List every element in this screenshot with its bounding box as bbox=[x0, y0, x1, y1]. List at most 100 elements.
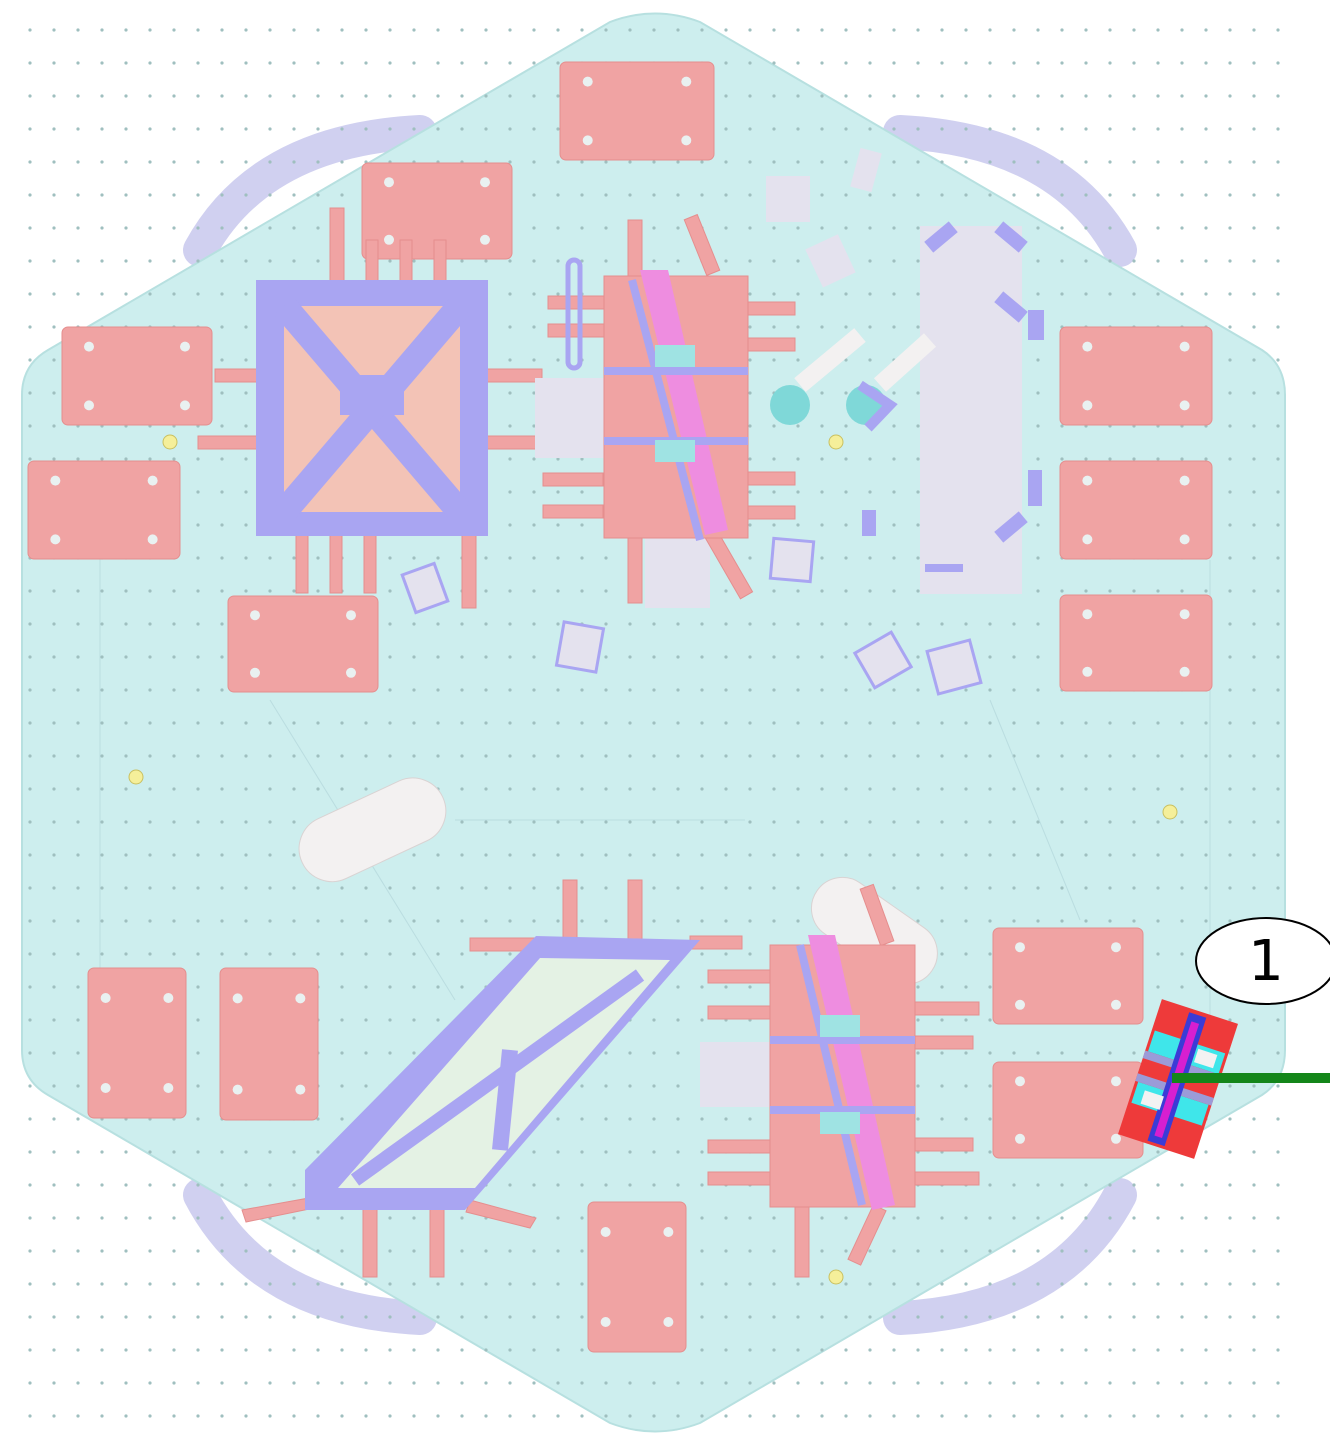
table-hole bbox=[532, 523, 536, 527]
table-hole bbox=[796, 1414, 800, 1418]
table-hole bbox=[700, 1183, 704, 1187]
table-hole bbox=[1012, 1051, 1016, 1055]
plate-bolt-hole bbox=[147, 475, 158, 486]
table-hole bbox=[340, 1348, 344, 1352]
table-hole bbox=[748, 1315, 752, 1319]
table-hole bbox=[892, 1282, 896, 1286]
table-hole bbox=[196, 193, 200, 197]
table-hole bbox=[988, 28, 992, 32]
plate-bolt-hole bbox=[1015, 1133, 1025, 1144]
table-hole bbox=[556, 28, 560, 32]
table-hole bbox=[1228, 325, 1232, 329]
table-hole bbox=[652, 259, 656, 263]
table-hole bbox=[484, 127, 488, 131]
table-hole bbox=[700, 1414, 704, 1418]
table-hole bbox=[724, 919, 728, 923]
table-hole bbox=[1180, 721, 1184, 725]
table-hole bbox=[868, 556, 872, 560]
table-hole bbox=[892, 457, 896, 461]
table-hole bbox=[844, 655, 848, 659]
table-hole bbox=[484, 655, 488, 659]
table-hole bbox=[844, 853, 848, 857]
table-hole bbox=[364, 952, 368, 956]
table-hole bbox=[100, 292, 104, 296]
table-hole bbox=[244, 1414, 248, 1418]
table-hole bbox=[724, 754, 728, 758]
table-hole bbox=[292, 1381, 296, 1385]
table-hole bbox=[940, 754, 944, 758]
table-hole bbox=[1252, 226, 1256, 230]
table-hole bbox=[1228, 160, 1232, 164]
table-hole bbox=[124, 1150, 128, 1154]
table-hole bbox=[220, 820, 224, 824]
table-hole bbox=[940, 94, 944, 98]
table-hole bbox=[292, 820, 296, 824]
table-hole bbox=[484, 787, 488, 791]
table-hole bbox=[52, 1249, 56, 1253]
table-hole bbox=[676, 160, 680, 164]
table-hole bbox=[1036, 820, 1040, 824]
table-hole bbox=[220, 556, 224, 560]
table-hole bbox=[76, 1381, 80, 1385]
table-hole bbox=[76, 193, 80, 197]
table-hole bbox=[676, 721, 680, 725]
table-hole bbox=[868, 787, 872, 791]
table-hole bbox=[196, 94, 200, 98]
table-hole bbox=[220, 160, 224, 164]
table-hole bbox=[964, 853, 968, 857]
table-hole bbox=[1276, 886, 1280, 890]
table-hole bbox=[100, 787, 104, 791]
table-hole bbox=[1180, 127, 1184, 131]
table-hole bbox=[412, 985, 416, 989]
table-hole bbox=[508, 1381, 512, 1385]
table-hole bbox=[244, 94, 248, 98]
table-hole bbox=[844, 193, 848, 197]
table-hole bbox=[508, 1414, 512, 1418]
table-hole bbox=[700, 1348, 704, 1352]
table-hole bbox=[676, 622, 680, 626]
table-hole bbox=[1084, 754, 1088, 758]
table-hole bbox=[604, 556, 608, 560]
table-hole bbox=[532, 292, 536, 296]
table-hole bbox=[772, 853, 776, 857]
table-hole bbox=[1012, 127, 1016, 131]
table-hole bbox=[1108, 193, 1112, 197]
table-hole bbox=[916, 424, 920, 428]
table-hole bbox=[340, 193, 344, 197]
table-hole bbox=[1204, 1315, 1208, 1319]
table-hole bbox=[964, 787, 968, 791]
table-hole bbox=[892, 1315, 896, 1319]
table-hole bbox=[484, 919, 488, 923]
table-hole bbox=[532, 391, 536, 395]
table-hole bbox=[436, 1018, 440, 1022]
table-hole bbox=[1132, 1051, 1136, 1055]
table-hole bbox=[964, 721, 968, 725]
plate-bolt-hole bbox=[50, 534, 61, 545]
table-hole bbox=[316, 94, 320, 98]
table-hole bbox=[604, 655, 608, 659]
table-hole bbox=[364, 985, 368, 989]
table-hole bbox=[1276, 589, 1280, 593]
table-hole bbox=[1252, 787, 1256, 791]
table-hole bbox=[1036, 1216, 1040, 1220]
table-hole bbox=[148, 1348, 152, 1352]
table-hole bbox=[196, 1282, 200, 1286]
table-hole bbox=[1108, 1216, 1112, 1220]
table-hole bbox=[844, 1216, 848, 1220]
plate-bolt-hole bbox=[1179, 534, 1190, 545]
table-hole bbox=[580, 1183, 584, 1187]
table-hole bbox=[460, 886, 464, 890]
table-hole bbox=[1276, 61, 1280, 65]
table-hole bbox=[1228, 919, 1232, 923]
table-hole bbox=[964, 622, 968, 626]
parallelogram-frame bbox=[241, 879, 743, 1278]
table-hole bbox=[868, 457, 872, 461]
table-hole bbox=[964, 1348, 968, 1352]
table-hole bbox=[220, 787, 224, 791]
optic-bench-lower bbox=[707, 883, 980, 1278]
table-hole bbox=[1228, 292, 1232, 296]
table-hole bbox=[724, 589, 728, 593]
table-hole bbox=[772, 94, 776, 98]
table-hole bbox=[532, 853, 536, 857]
table-hole bbox=[484, 1282, 488, 1286]
